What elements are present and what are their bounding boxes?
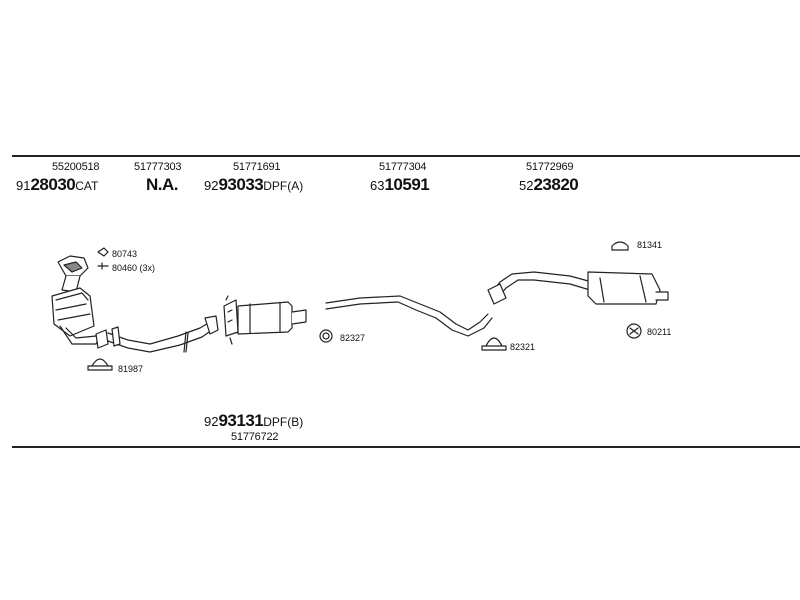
part-main: N.A. [146, 175, 179, 194]
intermediate-pipe-part[interactable] [325, 295, 493, 337]
ring-gasket-icon [319, 329, 333, 343]
part-main: 93033 [218, 175, 264, 194]
accessory-label-rubber-mount: 80211 [647, 327, 672, 337]
bracket-icon [611, 241, 629, 251]
dpf-part[interactable] [223, 295, 307, 345]
part-main: 28030 [30, 175, 76, 194]
part-suffix: DPF(B) [263, 415, 304, 429]
catalytic-converter-part[interactable] [51, 255, 109, 349]
rear-silencer-part[interactable] [487, 271, 669, 305]
oe-number-5: 51772969 [526, 161, 574, 173]
accessory-label-bracket: 81341 [637, 240, 663, 250]
oe-number-6: 51776722 [231, 431, 279, 443]
part-prefix: 92 [204, 178, 219, 193]
accessory-label-clamp: 80743 [112, 249, 138, 259]
part-number-4[interactable]: 6310591 [370, 175, 430, 194]
part-number-5[interactable]: 5223820 [519, 175, 579, 194]
top-divider [12, 155, 800, 157]
ubolt-icon [87, 358, 113, 371]
part-number-3[interactable]: 9293033DPF(A) [204, 176, 303, 194]
part-main: 10591 [384, 175, 430, 194]
bottom-divider [12, 446, 800, 448]
front-pipe-part[interactable] [107, 315, 219, 353]
oe-number-1: 55200518 [52, 161, 100, 173]
rubber-mount-icon [626, 323, 642, 339]
part-suffix: DPF(A) [263, 179, 304, 193]
part-prefix: 91 [16, 178, 31, 193]
part-suffix: CAT [75, 179, 99, 193]
ubolt-icon [481, 337, 507, 351]
part-number-2[interactable]: N.A. [146, 175, 179, 194]
oe-number-4: 51777304 [379, 161, 427, 173]
accessory-label-ubolt-2: 82321 [510, 342, 536, 352]
accessory-label-ring: 82327 [340, 333, 366, 343]
accessory-label-ubolt-1: 81987 [118, 364, 144, 374]
accessory-label-bolt: 80460 (3x) [112, 263, 156, 273]
oe-number-3: 51771691 [233, 161, 281, 173]
part-number-1[interactable]: 9128030CAT [16, 176, 98, 194]
oe-number-2: 51777303 [134, 161, 182, 173]
part-prefix: 63 [370, 178, 385, 193]
part-main: 93131 [218, 411, 264, 430]
part-main: 23820 [533, 175, 579, 194]
part-prefix: 92 [204, 414, 219, 429]
clamp-icon [97, 247, 109, 257]
bolt-icon [97, 262, 109, 270]
part-prefix: 52 [519, 178, 534, 193]
part-number-6[interactable]: 9293131DPF(B) [204, 412, 303, 430]
